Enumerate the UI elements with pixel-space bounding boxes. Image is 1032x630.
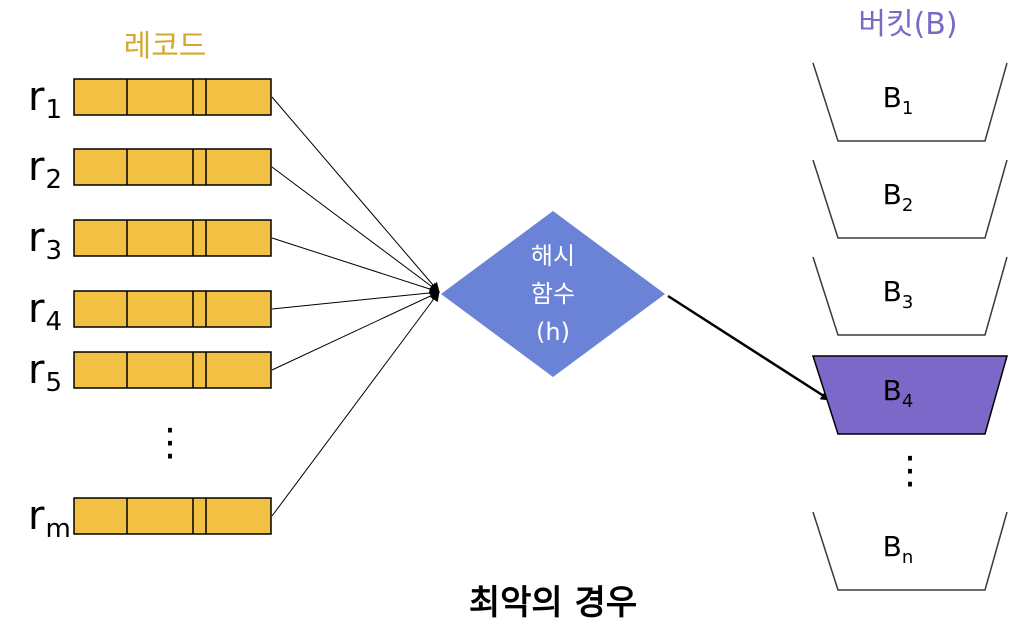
record-3-arrow [271, 237, 440, 294]
record-label: r4 [28, 286, 62, 337]
record-2: r2 [28, 144, 272, 195]
record-5: r5 [28, 347, 272, 398]
record-bar [73, 148, 272, 186]
record-bar [73, 497, 272, 535]
records-ellipsis: ⋮ [151, 420, 189, 464]
record-label: rm [28, 493, 71, 544]
record-to-hash-arrows [271, 96, 440, 517]
record-bar [73, 219, 272, 257]
record-bar [73, 78, 272, 116]
hash-function-diamond [441, 211, 665, 377]
bucket-2: B2 [812, 159, 1008, 239]
buckets-title: 버킷(B) [858, 7, 957, 42]
records-group: r1 r2 r3 r4 r5 rm [28, 74, 272, 544]
bucket-label: B2 [883, 178, 914, 216]
record-3: r3 [28, 215, 272, 266]
buckets-ellipsis: ⋮ [891, 448, 929, 492]
bucket-4: B4 [811, 355, 1008, 435]
bucket-label: B3 [883, 275, 914, 313]
record-4-arrow [271, 287, 440, 310]
bucket-label: B1 [883, 81, 914, 119]
bucket-shape [812, 511, 1008, 591]
record-label: r5 [28, 347, 62, 398]
record-5-arrow [271, 291, 440, 371]
caption: 최악의 경우 [469, 583, 637, 623]
bucket-shape [812, 62, 1008, 142]
record-m: rm [28, 493, 272, 544]
record-label: r3 [28, 215, 62, 266]
hash-function-label-line2: 함수 [531, 280, 575, 308]
record-bar [73, 351, 272, 389]
record-1: r1 [28, 74, 272, 125]
record-m-arrow [271, 291, 440, 517]
record-2-arrow [271, 166, 440, 293]
bucket-shape [812, 256, 1008, 336]
records-title: 레코드 [124, 29, 207, 64]
record-bar [73, 290, 272, 328]
record-4: r4 [28, 286, 272, 337]
bucket-3: B3 [812, 256, 1008, 336]
record-label: r2 [28, 144, 62, 195]
hash-function-label-line1: 해시 [531, 242, 575, 270]
hash-to-bucket-arrow [667, 294, 831, 402]
bucket-n: Bn [812, 511, 1008, 591]
bucket-label: Bn [883, 530, 914, 568]
bucket-1: B1 [812, 62, 1008, 142]
bucket-shape-highlighted [811, 355, 1008, 435]
hash-function-label-line3: (h) [536, 318, 570, 346]
bucket-shape [812, 159, 1008, 239]
record-label: r1 [28, 74, 62, 125]
record-1-arrow [271, 96, 440, 293]
